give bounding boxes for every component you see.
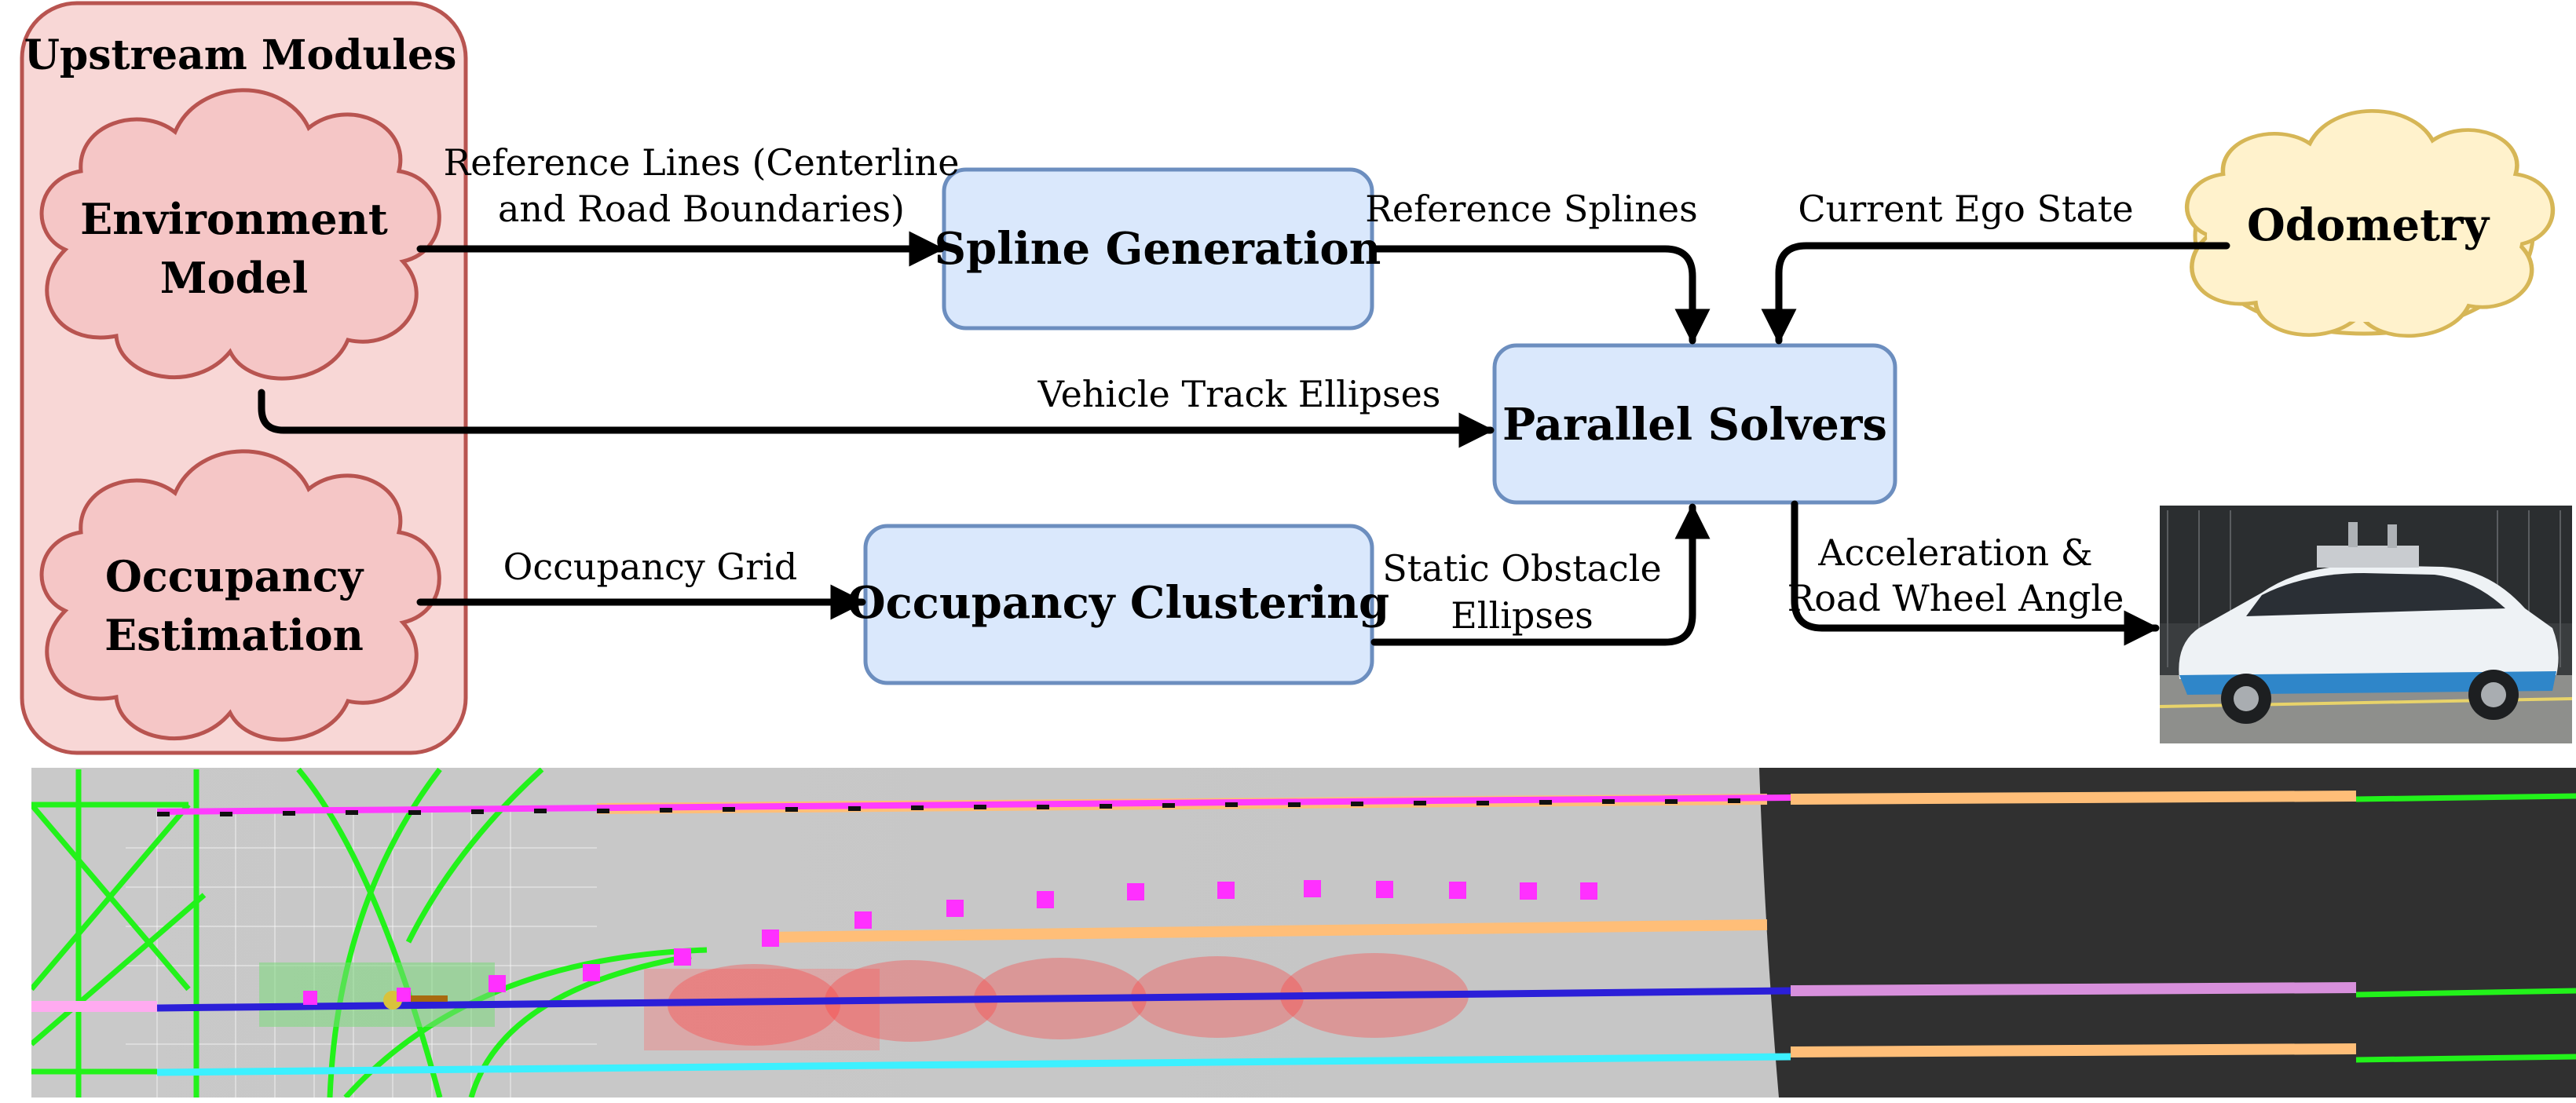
edge-control-output [1791,500,2160,646]
environment-model-label-line2: Model [160,253,308,303]
odometry-label: Odometry [2247,199,2490,251]
static-obstacle-label-line2: Ellipses [1451,594,1594,637]
occupancy-estimation-label-line1: Occupancy [105,551,364,601]
environment-model-label-line1: Environment [80,194,388,244]
edge-current-ego-state [1761,242,2230,345]
edge-vehicle-track-ellipses [258,389,1495,448]
static-obstacle-label-line1: Static Obstacle [1382,547,1661,590]
control-output-label-line1: Acceleration & [1817,531,2092,574]
odometry-node: Odometry [2187,111,2553,335]
current-ego-state-label: Current Ego State [1798,188,2133,230]
reference-lines-label-line2: and Road Boundaries) [498,188,905,230]
occupancy-estimation-label-line2: Estimation [104,610,364,660]
vehicle-track-ellipses-label: Vehicle Track Ellipses [1037,373,1441,415]
edge-labels: Reference Lines (Centerline and Road Bou… [444,141,2134,637]
reference-lines-label-line1: Reference Lines (Centerline [444,141,960,184]
reference-splines-label: Reference Splines [1365,188,1697,230]
environment-model-node: Environment Model [42,90,439,378]
edges [258,231,2230,646]
spline-generation-node: Spline Generation [935,167,1381,331]
edge-static-obstacle-ellipses [1370,503,1711,646]
simulation-view [31,768,2576,1098]
control-output-label-line2: Road Wheel Angle [1787,577,2124,619]
upstream-modules-title: Upstream Modules [24,31,457,79]
occupancy-grid-label: Occupancy Grid [503,546,798,588]
parallel-solvers-node: Parallel Solvers [1492,343,1897,505]
vehicle-photo [2160,506,2572,743]
parallel-solvers-label: Parallel Solvers [1502,399,1887,451]
occupancy-clustering-node: Occupancy Clustering [847,524,1389,685]
occupancy-estimation-node: Occupancy Estimation [42,451,439,740]
edge-reference-splines [1370,245,1711,345]
spline-generation-label: Spline Generation [935,223,1381,275]
occupancy-clustering-label: Occupancy Clustering [847,577,1389,629]
